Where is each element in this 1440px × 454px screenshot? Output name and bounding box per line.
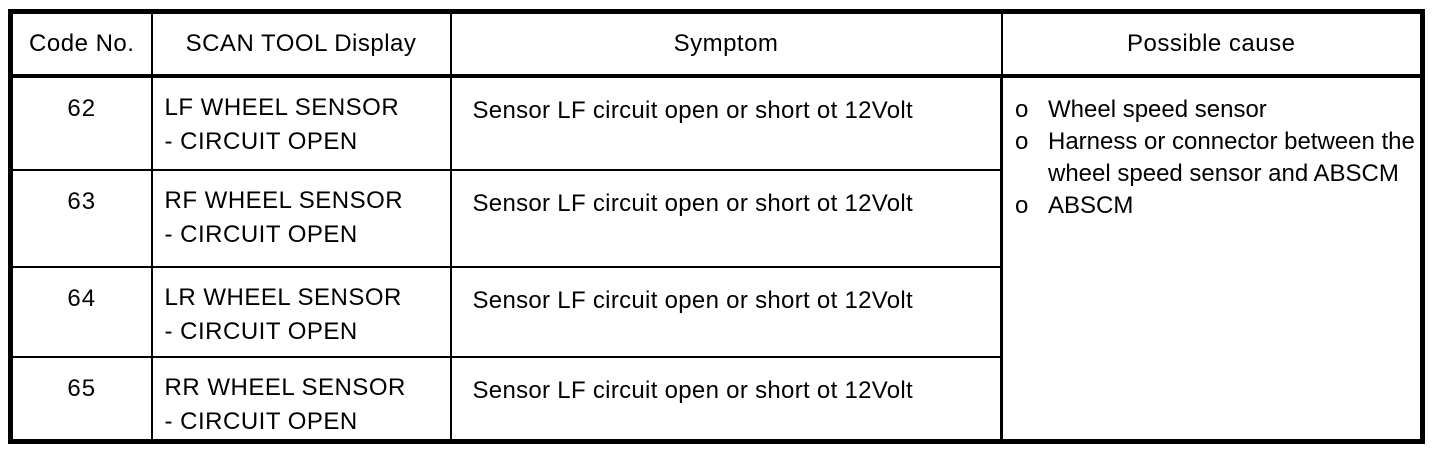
dtc-table-header: Code No. SCAN TOOL Display Symptom Possi… — [9, 10, 1424, 78]
scan-tool-display-cell: RR WHEEL SENSOR - CIRCUIT OPEN — [150, 356, 452, 443]
bullet-marker: o — [1015, 128, 1029, 155]
symptom-cell: Sensor LF circuit open or short ot 12Vol… — [449, 75, 1003, 171]
code-cell: 62 — [9, 75, 153, 171]
bullet-marker: o — [1015, 192, 1029, 219]
dtc-table: Code No. SCAN TOOL Display Symptom Possi… — [8, 9, 1425, 444]
header-row: Code No. SCAN TOOL Display Symptom Possi… — [9, 10, 1424, 78]
dtc-table-body: 62 LF WHEEL SENSOR - CIRCUIT OPEN Sensor… — [9, 75, 1424, 443]
possible-cause-item: o Wheel speed sensor — [1015, 94, 1416, 126]
code-cell: 63 — [9, 169, 153, 268]
table-row-code-64: 64 LR WHEEL SENSOR - CIRCUIT OPEN Sensor… — [9, 266, 1423, 358]
code-cell: 65 — [9, 356, 153, 443]
col-header-possible-cause: Possible cause — [1000, 10, 1424, 78]
scan-tool-display-cell: LF WHEEL SENSOR - CIRCUIT OPEN — [150, 75, 452, 171]
code-cell: 64 — [9, 266, 153, 358]
table-row-code-65: 65 RR WHEEL SENSOR - CIRCUIT OPEN Sensor… — [9, 356, 1423, 443]
possible-cause-item: o ABSCM — [1015, 190, 1416, 222]
table-row-code-63: 63 RF WHEEL SENSOR - CIRCUIT OPEN Sensor… — [9, 169, 1423, 268]
symptom-cell: Sensor LF circuit open or short ot 12Vol… — [449, 356, 1003, 443]
col-header-scan-tool-display: SCAN TOOL Display — [150, 10, 452, 78]
possible-cause-text: Wheel speed sensor — [1048, 96, 1267, 123]
bullet-marker: o — [1015, 96, 1029, 123]
possible-cause-text: Harness or connector between the wheel s… — [1048, 128, 1415, 187]
possible-cause-text: ABSCM — [1048, 192, 1134, 219]
possible-cause-cell: o Wheel speed sensor o Harness or connec… — [1000, 75, 1424, 443]
scan-tool-display-cell: LR WHEEL SENSOR - CIRCUIT OPEN — [150, 266, 452, 358]
col-header-code-no: Code No. — [9, 10, 153, 78]
table-row-code-62: 62 LF WHEEL SENSOR - CIRCUIT OPEN Sensor… — [9, 75, 1424, 443]
scan-tool-display-cell: RF WHEEL SENSOR - CIRCUIT OPEN — [150, 169, 452, 268]
possible-cause-item: o Harness or connector between the wheel… — [1015, 126, 1416, 190]
symptom-cell: Sensor LF circuit open or short ot 12Vol… — [449, 169, 1003, 268]
symptom-cell: Sensor LF circuit open or short ot 12Vol… — [449, 266, 1003, 358]
col-header-symptom: Symptom — [449, 10, 1003, 78]
